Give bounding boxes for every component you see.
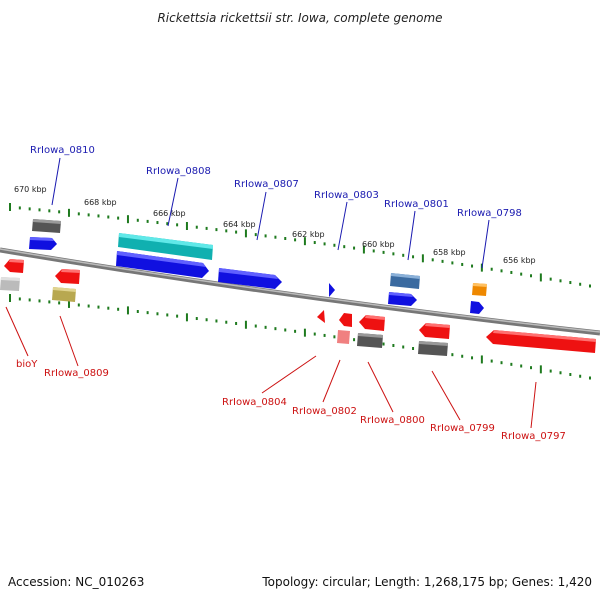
accession-text: Accession: NC_010263: [8, 575, 144, 589]
label-rrIowa-0801[interactable]: RrIowa_0801: [384, 199, 449, 210]
label-bioY[interactable]: bioY: [16, 359, 38, 370]
gene-rrIowa-0809-olive[interactable]: [52, 287, 76, 302]
label-rrIowa-0799[interactable]: RrIowa_0799: [430, 423, 495, 434]
reverse-genes: [0, 259, 596, 356]
map-title: Rickettsia rickettsii str. Iowa, complet…: [157, 11, 442, 25]
gene-rrIowa-0803[interactable]: [329, 283, 335, 297]
gene-rrIowa-0810-gray[interactable]: [32, 219, 61, 233]
scale-label-656: 656 kbp: [503, 256, 536, 265]
gene-rrIowa-0801-steel[interactable]: [390, 273, 420, 289]
gene-rrIowa-0800[interactable]: [359, 315, 385, 331]
scale-label-666: 666 kbp: [153, 209, 186, 218]
gene-rrIowa-0804[interactable]: [317, 310, 325, 323]
topology-text: Topology: circular; Length: 1,268,175 bp…: [261, 575, 592, 589]
gene-rrIowa-0809[interactable]: [55, 269, 80, 284]
gene-rrIowa-0799-gray[interactable]: [418, 341, 448, 356]
gene-rrIowa-0800-gray[interactable]: [357, 333, 383, 348]
gene-rrIowa-0797[interactable]: [486, 330, 596, 353]
gene-rrIowa-0802[interactable]: [339, 313, 352, 327]
label-rrIowa-0804[interactable]: RrIowa_0804: [222, 397, 287, 408]
scale-label-668: 668 kbp: [84, 198, 117, 207]
gene-rrIowa-0807[interactable]: [218, 268, 282, 289]
label-rrIowa-0810[interactable]: RrIowa_0810: [30, 145, 95, 156]
scale-label-670: 670 kbp: [14, 185, 47, 194]
gene-rrIowa-0799[interactable]: [419, 323, 450, 339]
gene-rrIowa-0801[interactable]: [388, 292, 417, 306]
gene-rrIowa-0802-pink[interactable]: [337, 330, 350, 344]
bottom-gene-labels: bioY RrIowa_0809 RrIowa_0804 RrIowa_0802…: [5, 306, 566, 442]
label-rrIowa-0809[interactable]: RrIowa_0809: [44, 368, 109, 379]
label-rrIowa-0802[interactable]: RrIowa_0802: [292, 406, 357, 417]
scale-label-660: 660 kbp: [362, 240, 395, 249]
label-rrIowa-0807[interactable]: RrIowa_0807: [234, 179, 299, 190]
genome-backbone: [0, 247, 600, 336]
gene-rrIowa-0810[interactable]: [29, 237, 57, 250]
gene-bioY[interactable]: [4, 259, 24, 273]
gene-rrIowa-0808-cyan[interactable]: [118, 233, 213, 260]
forward-genes: [29, 219, 487, 314]
scale-label-658: 658 kbp: [433, 248, 466, 257]
label-rrIowa-0798[interactable]: RrIowa_0798: [457, 208, 522, 219]
upper-tick-track: [9, 203, 591, 288]
scale-labels: 670 kbp 668 kbp 666 kbp 664 kbp 662 kbp …: [14, 185, 536, 265]
top-gene-labels: RrIowa_0810 RrIowa_0808 RrIowa_0807 RrIo…: [30, 145, 522, 269]
label-rrIowa-0797[interactable]: RrIowa_0797: [501, 431, 566, 442]
label-rrIowa-0808[interactable]: RrIowa_0808: [146, 166, 211, 177]
gene-rrIowa-0808[interactable]: [116, 251, 209, 278]
label-rrIowa-0800[interactable]: RrIowa_0800: [360, 415, 425, 426]
scale-label-662: 662 kbp: [292, 230, 325, 239]
label-rrIowa-0803[interactable]: RrIowa_0803: [314, 190, 379, 201]
gene-rrIowa-0798[interactable]: [470, 301, 484, 314]
gene-bioY-gray[interactable]: [0, 277, 20, 291]
gene-rrIowa-0798-orange[interactable]: [472, 283, 487, 296]
scale-label-664: 664 kbp: [223, 220, 256, 229]
